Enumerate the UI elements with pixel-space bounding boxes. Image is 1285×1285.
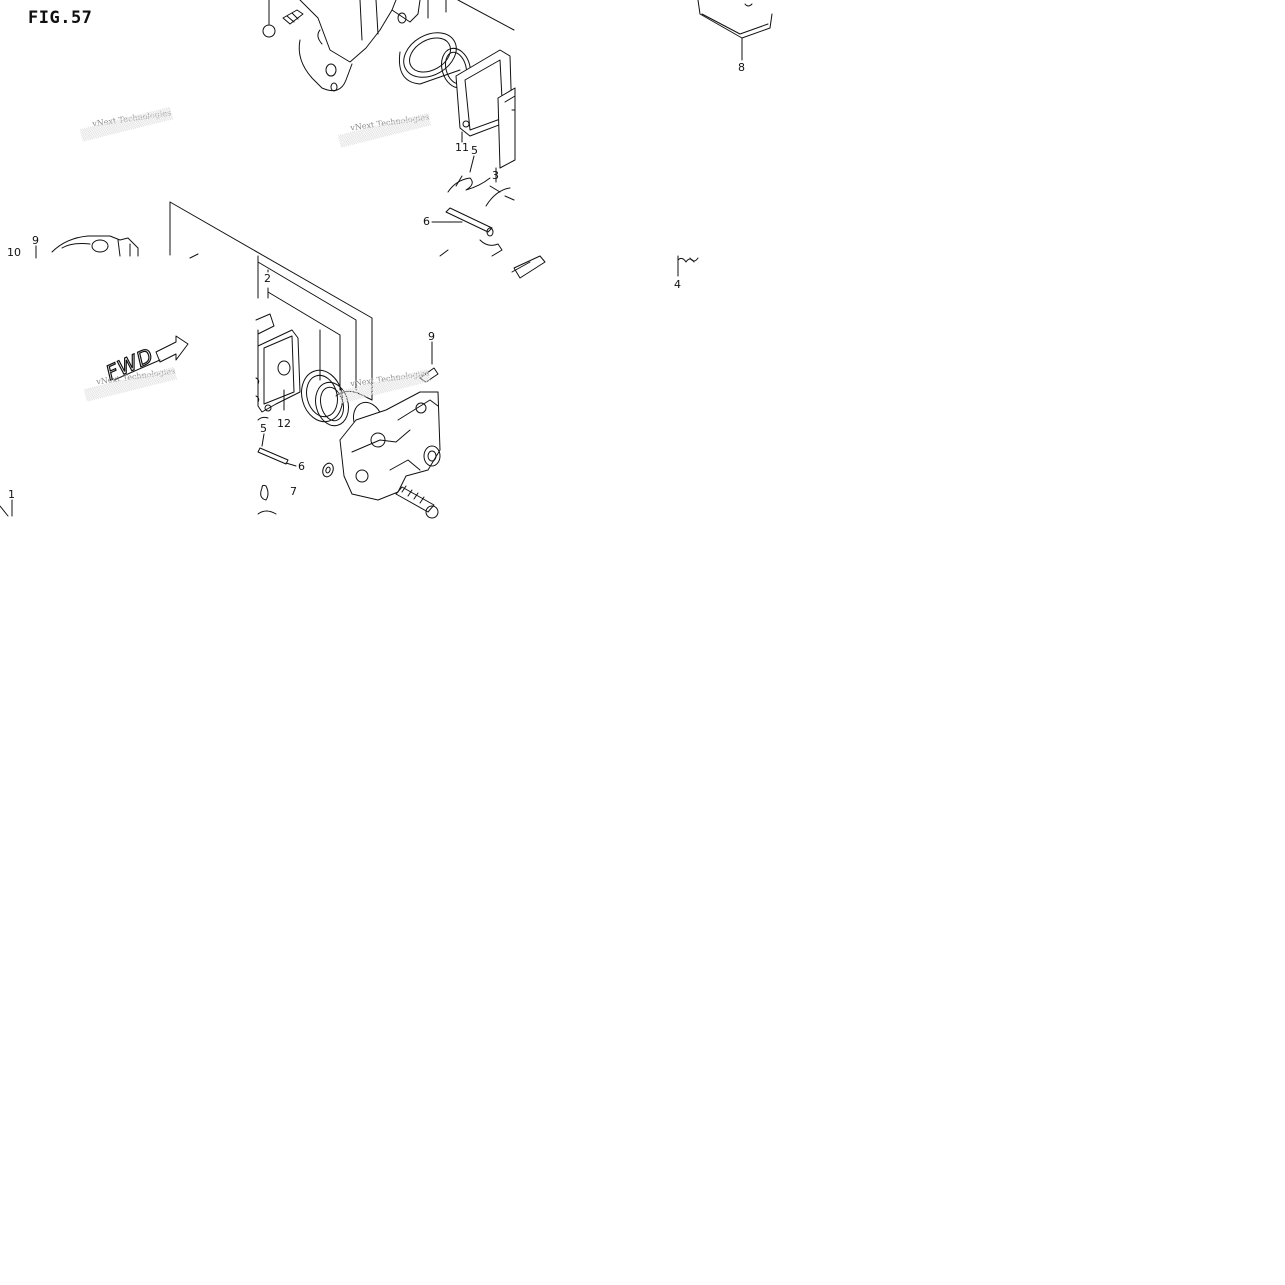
callout-5-top: 5 [471,144,478,157]
callout-11: 11 [455,141,469,154]
upper-bleeder [262,9,304,38]
callout-8: 8 [738,61,745,74]
figure-title: FIG.57 [28,8,93,28]
lower-bracket-lines [169,201,373,401]
lower-pads [255,313,301,413]
callout-5-bottom: 5 [260,422,267,435]
leader-lines [35,0,497,447]
callout-12: 12 [277,417,291,430]
right-shim [697,0,773,61]
upper-clips [447,175,515,207]
upper-pads [455,49,516,169]
lower-piston-seals [301,369,384,439]
callout-6-bottom: 6 [298,460,305,473]
upper-bracket-lines [427,0,515,31]
callout-10: 10 [7,246,21,259]
callout-2: 2 [264,272,271,285]
right-clip-4 [677,255,699,277]
upper-pin [439,207,503,257]
fwd-arrow [113,335,189,381]
lower-caliper-body [339,391,441,501]
bottom-left-lines [0,499,13,517]
lower-pin-clip [257,416,297,515]
callout-4: 4 [674,278,681,291]
callout-7: 7 [290,485,297,498]
upper-caliper-body [298,0,421,92]
lower-right-plate [511,255,546,279]
callout-1: 1 [8,488,15,501]
lower-washer [322,462,334,478]
left-partial-caliper [35,235,139,257]
callout-9-left: 9 [32,234,39,247]
callout-6-top: 6 [423,215,430,228]
callout-9-mid: 9 [428,330,435,343]
callout-3: 3 [492,169,499,182]
lower-bleeder [419,343,439,383]
lower-bolt [395,485,439,519]
